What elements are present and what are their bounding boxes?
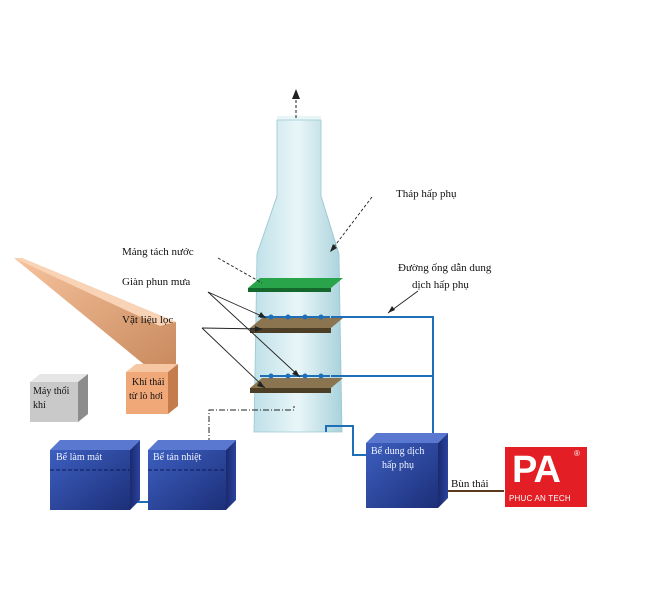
solution-tank-label-2: hấp phụ bbox=[382, 460, 414, 471]
exhaust-duct bbox=[14, 258, 176, 366]
cooling-tank bbox=[50, 440, 140, 510]
label-spray-rack: Giàn phun mưa bbox=[122, 276, 191, 288]
exhaust-label-2: từ lò hơi bbox=[129, 391, 164, 402]
label-tower: Tháp hấp phụ bbox=[396, 188, 457, 200]
pointer-lines bbox=[201, 196, 419, 389]
label-filter-material: Vật liệu lọc bbox=[122, 314, 174, 326]
heat-dissipation-tank bbox=[148, 440, 236, 510]
pointer-arrowheads bbox=[255, 244, 395, 388]
mist-separator bbox=[248, 278, 343, 292]
logo-name: PHUC AN TECH bbox=[509, 494, 571, 503]
exhaust-label-1: Khí thải bbox=[132, 377, 165, 388]
blower-label-2: khí bbox=[33, 400, 46, 411]
outlet-arrow bbox=[292, 89, 300, 118]
solution-tank-label-1: Bể dung dịch bbox=[371, 446, 425, 457]
blower-label-1: Máy thổi bbox=[33, 386, 70, 397]
blower-box bbox=[30, 374, 88, 422]
label-pipe-line-1: Đường ống dẫn dung bbox=[398, 262, 492, 274]
phuc-an-tech-logo: PA ® PHUC AN TECH bbox=[505, 447, 587, 507]
heat-tank-label: Bể tản nhiệt bbox=[153, 452, 202, 463]
label-sludge: Bùn thải bbox=[451, 478, 489, 490]
filter-layer-lower bbox=[250, 373, 343, 393]
label-mist-separator: Mảng tách nước bbox=[122, 246, 194, 258]
solution-tank bbox=[366, 433, 448, 508]
exhaust-inlet-box bbox=[126, 364, 178, 414]
cooling-tank-label: Bể làm mát bbox=[56, 452, 103, 463]
logo-registered: ® bbox=[574, 449, 580, 458]
filter-layer-upper bbox=[250, 314, 343, 333]
logo-mark: PA bbox=[512, 449, 561, 491]
label-pipe-line-2: dịch hấp phụ bbox=[412, 279, 469, 291]
absorption-tower bbox=[253, 116, 343, 433]
